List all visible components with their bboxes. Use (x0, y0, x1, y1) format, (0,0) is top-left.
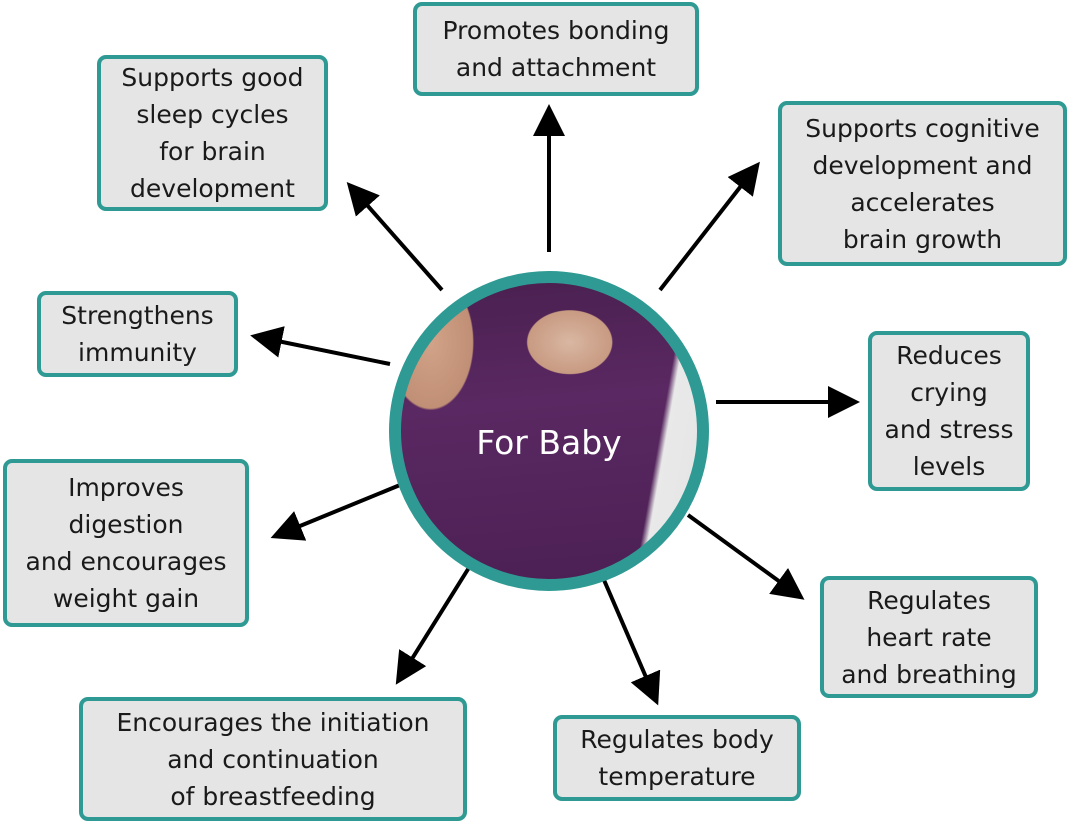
benefit-heart-rate: Regulates heart rate and breathing (820, 576, 1038, 698)
arrow-breastfeeding (395, 564, 472, 685)
arrow-digestion (270, 483, 401, 541)
arrow-cognitive (658, 161, 760, 292)
arrow-sleep (346, 182, 444, 292)
benefit-breastfeeding: Encourages the initiation and continuati… (79, 697, 467, 821)
center-label: For Baby (476, 423, 622, 462)
benefit-cognitive: Supports cognitive development and accel… (778, 101, 1067, 266)
benefit-sleep: Supports good sleep cycles for brain dev… (97, 55, 328, 211)
benefit-temperature: Regulates body temperature (553, 715, 801, 801)
benefit-digestion: Improves digestion and encourages weight… (3, 459, 249, 627)
benefit-immunity: Strengthens immunity (37, 291, 238, 377)
arrow-immunity (250, 326, 391, 366)
benefit-bonding: Promotes bonding and attachment (413, 2, 699, 96)
arrow-temperature (602, 579, 661, 706)
benefit-crying: Reduces crying and stress levels (868, 331, 1030, 491)
center-photo-circle: For Baby (389, 271, 709, 591)
arrow-heart (686, 513, 805, 600)
